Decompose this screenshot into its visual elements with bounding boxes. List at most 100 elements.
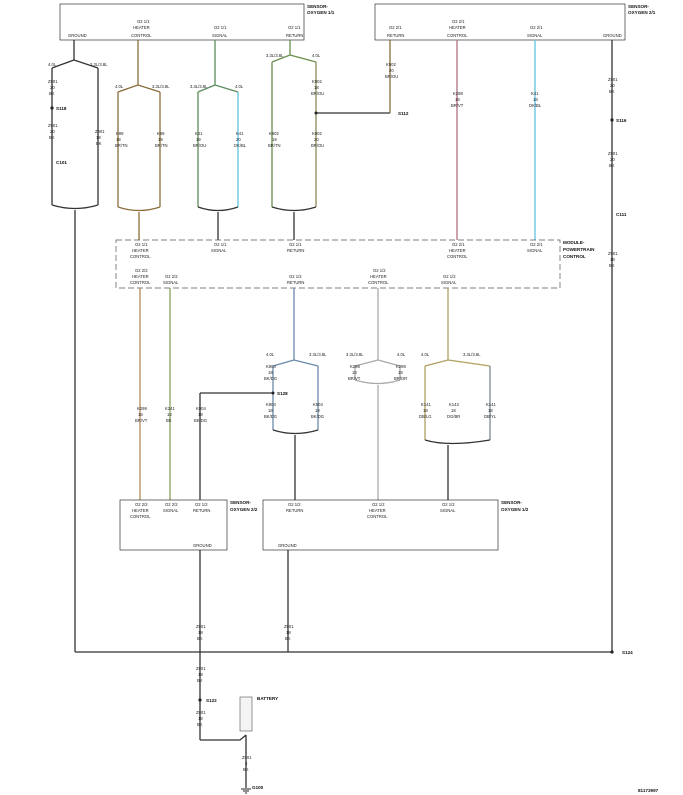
svg-text:DB/YL: DB/YL bbox=[484, 414, 497, 419]
svg-text:BR/OU: BR/OU bbox=[311, 91, 324, 96]
return-wire-20 bbox=[199, 392, 273, 500]
svg-text:18: 18 bbox=[268, 408, 273, 413]
ground-symbol-icon bbox=[241, 788, 251, 794]
svg-text:3.3L/3.8L: 3.3L/3.8L bbox=[309, 352, 327, 357]
svg-text:K143: K143 bbox=[449, 402, 459, 407]
svg-text:K904: K904 bbox=[266, 402, 276, 407]
battery-icon bbox=[239, 696, 253, 732]
sensor-2-1-pin-labels: O2 2/1 RETURN O2 2/1 HEATER CONTROL O2 2… bbox=[387, 19, 622, 38]
svg-text:18: 18 bbox=[286, 630, 291, 635]
svg-text:HEATER: HEATER bbox=[133, 25, 150, 30]
svg-text:O2 1/2: O2 1/2 bbox=[195, 502, 208, 507]
connector-c111: C111 bbox=[616, 212, 627, 217]
svg-text:HEATER: HEATER bbox=[369, 508, 386, 513]
svg-text:18: 18 bbox=[198, 412, 203, 417]
return-wire-12-junction bbox=[272, 429, 319, 500]
svg-text:19: 19 bbox=[272, 137, 277, 142]
svg-text:DK/BL: DK/BL bbox=[529, 103, 542, 108]
svg-text:3.3L/3.8L: 3.3L/3.8L bbox=[90, 62, 108, 67]
svg-text:Z901: Z901 bbox=[608, 251, 618, 256]
svg-text:GROUND: GROUND bbox=[278, 543, 297, 548]
svg-text:K41: K41 bbox=[236, 131, 244, 136]
svg-text:18: 18 bbox=[533, 97, 538, 102]
svg-text:4.0L: 4.0L bbox=[48, 62, 57, 67]
svg-text:Z901: Z901 bbox=[284, 624, 294, 629]
svg-text:18: 18 bbox=[314, 85, 319, 90]
svg-text:BK/DG: BK/DG bbox=[194, 418, 207, 423]
svg-text:K99: K99 bbox=[157, 131, 165, 136]
pcm-box bbox=[115, 239, 561, 289]
sensor-2-2-subtitle: OXYGEN 2/2 bbox=[230, 507, 258, 512]
battery-label: BATTERY bbox=[257, 696, 278, 701]
svg-text:Z901: Z901 bbox=[48, 79, 58, 84]
svg-text:GROUND: GROUND bbox=[193, 543, 212, 548]
splice-s118: S118 bbox=[56, 106, 67, 111]
svg-text:20: 20 bbox=[314, 137, 319, 142]
svg-text:SIGNAL: SIGNAL bbox=[441, 280, 457, 285]
svg-text:CONTROL: CONTROL bbox=[367, 514, 388, 519]
sensor-1-2-box bbox=[262, 499, 499, 551]
svg-text:BK: BK bbox=[166, 418, 172, 423]
svg-text:O2 1/1: O2 1/1 bbox=[135, 242, 148, 247]
svg-text:HEATER: HEATER bbox=[132, 274, 149, 279]
svg-text:18: 18 bbox=[451, 408, 456, 413]
svg-text:20: 20 bbox=[236, 137, 241, 142]
wire-codes-lower: K299 18 BR/VT K241 18 BK K904 18 BK/DG K… bbox=[135, 352, 497, 423]
svg-text:O2 1/2: O2 1/2 bbox=[288, 502, 301, 507]
svg-text:BK/DG: BK/DG bbox=[311, 414, 324, 419]
svg-text:K298: K298 bbox=[396, 364, 406, 369]
svg-text:O2 1/1: O2 1/1 bbox=[214, 25, 227, 30]
sensor-1-1-pin-labels: GROUND O2 1/1 HEATER CONTROL O2 1/1 SIGN… bbox=[68, 19, 303, 38]
svg-text:20: 20 bbox=[610, 83, 615, 88]
svg-text:CONTROL: CONTROL bbox=[447, 254, 468, 259]
svg-text:18: 18 bbox=[315, 408, 320, 413]
svg-text:18: 18 bbox=[423, 408, 428, 413]
svg-text:O2 2/1: O2 2/1 bbox=[530, 25, 543, 30]
svg-text:K902: K902 bbox=[312, 131, 322, 136]
svg-text:20: 20 bbox=[50, 85, 55, 90]
return-wire-11a bbox=[271, 40, 317, 207]
return-wire-11-junction bbox=[271, 206, 317, 240]
return-wire-12a bbox=[272, 288, 319, 430]
sensor-1-1-title: SENSOR- bbox=[307, 4, 328, 9]
svg-text:RETURN: RETURN bbox=[193, 508, 210, 513]
svg-text:CONTROL: CONTROL bbox=[447, 33, 468, 38]
svg-text:GROUND: GROUND bbox=[603, 33, 622, 38]
signal-wire-12a bbox=[424, 288, 491, 440]
sensor-2-2-box bbox=[119, 499, 228, 551]
svg-text:3.3L/3.8L: 3.3L/3.8L bbox=[346, 352, 364, 357]
svg-text:K41: K41 bbox=[531, 91, 539, 96]
svg-text:BR/OR: BR/OR bbox=[394, 376, 407, 381]
svg-text:SIGNAL: SIGNAL bbox=[527, 33, 543, 38]
svg-text:RETURN: RETURN bbox=[287, 280, 304, 285]
sensor-2-1-box bbox=[374, 3, 626, 41]
svg-text:O2 1/2: O2 1/2 bbox=[442, 502, 455, 507]
heater-wire-12 bbox=[354, 288, 401, 500]
svg-text:O2 2/1: O2 2/1 bbox=[389, 25, 402, 30]
svg-text:Z901: Z901 bbox=[608, 151, 618, 156]
svg-text:O2 1/2: O2 1/2 bbox=[289, 274, 302, 279]
svg-text:BK/DG: BK/DG bbox=[264, 376, 277, 381]
svg-text:O2 2/2: O2 2/2 bbox=[135, 268, 148, 273]
svg-text:BR/VT: BR/VT bbox=[451, 103, 464, 108]
splice-s128: S128 bbox=[277, 391, 288, 396]
svg-text:BR/OU: BR/OU bbox=[193, 143, 206, 148]
svg-text:3.3L/3.8L: 3.3L/3.8L bbox=[190, 84, 208, 89]
svg-text:O2 1/2: O2 1/2 bbox=[373, 268, 386, 273]
svg-text:20: 20 bbox=[610, 157, 615, 162]
svg-text:BK: BK bbox=[49, 135, 55, 140]
sensor-2-2-pin-labels: O2 2/2 HEATER CONTROL O2 2/2 SIGNAL O2 1… bbox=[130, 502, 212, 548]
svg-text:O2 2/1: O2 2/1 bbox=[452, 19, 465, 24]
svg-text:BR/TN: BR/TN bbox=[268, 143, 281, 148]
svg-text:O2 1/1: O2 1/1 bbox=[137, 19, 150, 24]
splice-s124: S124 bbox=[622, 650, 633, 655]
svg-text:K141: K141 bbox=[486, 402, 496, 407]
svg-text:O2 2/1: O2 2/1 bbox=[452, 242, 465, 247]
svg-text:O2 1/2: O2 1/2 bbox=[372, 502, 385, 507]
svg-text:BK: BK bbox=[609, 89, 615, 94]
svg-text:CONTROL: CONTROL bbox=[130, 254, 151, 259]
svg-text:K41: K41 bbox=[195, 131, 203, 136]
heater-control-wire-11 bbox=[117, 40, 161, 240]
svg-text:SIGNAL: SIGNAL bbox=[440, 508, 456, 513]
